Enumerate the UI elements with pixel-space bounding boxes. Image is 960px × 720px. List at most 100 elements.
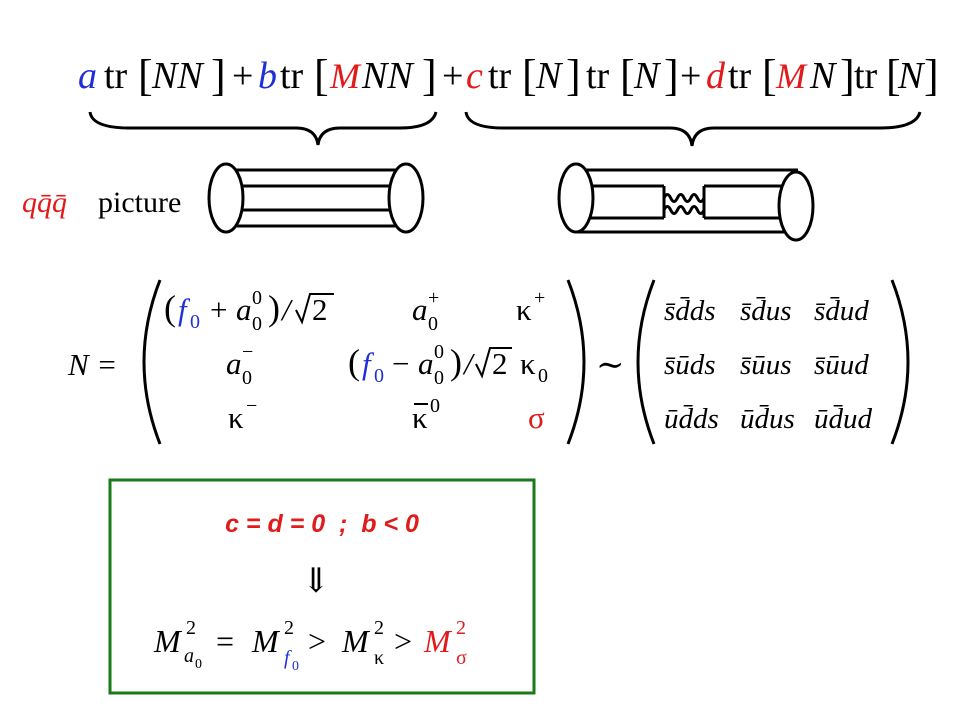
svg-text:(: ( [164,288,176,328]
bracket-open-2: [ [314,51,329,100]
bracket-close-6: ] [924,51,939,100]
meson-pair-tube-diagram [557,162,815,242]
tr-4: tr [586,55,610,97]
nn-1: NN [151,55,205,97]
svg-text:2: 2 [492,346,508,381]
quark-cell-r1c3: s̄d̄ud [814,295,869,327]
coef-c: c [466,55,483,97]
paren-right-2 [890,279,910,445]
svg-text:=: = [216,623,234,659]
svg-text:M: M [341,623,371,659]
n-3: N [809,55,838,97]
nn-2: NN [361,55,415,97]
cell-r3c2: κ 0 [412,395,440,435]
bracket-close-3: ] [566,51,581,100]
svg-text:0: 0 [434,367,444,389]
condition-text: c = d = 0 ; b < 0 [225,510,419,538]
svg-text:2: 2 [186,617,196,639]
svg-text:2: 2 [374,617,384,639]
svg-text:a: a [418,346,434,381]
svg-text:(: ( [348,342,360,382]
bracket-close-5: ] [840,51,855,100]
svg-text:0: 0 [252,313,262,335]
quark-content-label: qq̄q̄ [22,186,67,219]
cell-r3c3: σ [528,400,545,435]
svg-text:a: a [236,292,252,327]
coef-a: a [78,55,97,97]
plus-1: + [232,55,253,97]
tr-6: tr [854,55,878,97]
svg-text:σ: σ [456,647,467,669]
svg-text:): ) [450,342,462,382]
svg-text:2: 2 [312,292,328,327]
svg-text:0: 0 [292,659,299,674]
svg-text:): ) [268,288,280,328]
quark-cell-r3c1: ūd̄ds [664,403,719,435]
svg-text:−: − [246,395,257,417]
n-1: N [535,55,564,97]
svg-text:/: / [280,292,293,327]
picture-word: picture [98,186,181,219]
tr-5: tr [728,55,752,97]
bracket-open-5: [ [762,51,777,100]
svg-text:>: > [308,623,326,659]
svg-text:κ: κ [374,647,384,669]
svg-text:κ: κ [516,292,532,327]
svg-text:>: > [394,623,412,659]
tr-1: tr [104,55,128,97]
top-formula: a tr [ NN ] + b tr [ M NN ] + c tr [ N ]… [78,51,939,100]
svg-text:σ: σ [528,400,545,435]
cell-r2c2: ( f 0 − a 0 0 ) / 2 [348,341,512,389]
svg-text:0: 0 [434,341,444,363]
svg-text:M: M [153,623,183,659]
tr-2: tr [280,55,304,97]
svg-text:M: M [423,623,453,659]
matrix-n: N = ( f 0 + a 0 0 ) / 2 a + 0 κ + [67,279,625,445]
plus-3: + [680,55,701,97]
bracket-close-4: ] [664,51,679,100]
cal-m-1: M [329,56,362,96]
coef-d: d [706,55,726,97]
quark-cell-r3c2: ūd̄us [740,403,795,435]
coef-b: b [258,55,277,97]
bracket-open-3: [ [522,51,537,100]
bracket-open-1: [ [138,51,153,100]
svg-text:0: 0 [195,657,202,672]
matrix-quark-content: s̄d̄ds s̄d̄us s̄d̄ud s̄ūds s̄ūus s̄ūu… [636,279,910,445]
svg-text:0: 0 [242,367,252,389]
cell-r2c3: κ 0 [520,346,548,387]
paren-right-1 [566,279,586,445]
svg-text:2: 2 [456,617,466,639]
svg-text:2: 2 [284,617,294,639]
bracket-close-1: ] [211,51,226,100]
svg-text:−: − [392,346,409,381]
svg-text:κ: κ [228,400,244,435]
tr-3: tr [488,55,512,97]
cell-r1c1: ( f 0 + a 0 0 ) / 2 [164,287,334,335]
cal-m-2: M [775,56,808,96]
svg-text:−: − [242,341,253,363]
svg-text:+: + [210,292,227,327]
svg-text:f: f [284,647,292,669]
svg-text:0: 0 [252,287,262,309]
svg-text:0: 0 [428,313,438,335]
bracket-open-6: [ [886,51,901,100]
paren-left-1 [142,279,162,445]
quark-cell-r2c2: s̄ūus [740,349,792,381]
similar-sign: ∼ [596,347,625,384]
plus-2: + [442,55,463,97]
svg-text:0: 0 [374,365,384,387]
svg-text:+: + [534,287,545,309]
bracket-open-4: [ [620,51,635,100]
svg-text:+: + [428,287,439,309]
svg-text:a: a [412,292,428,327]
picture-label: qq̄q̄ picture [22,186,181,219]
svg-text:0: 0 [190,311,200,333]
bracket-close-2: ] [422,51,437,100]
svg-text:κ: κ [412,400,428,435]
n-2: N [633,55,662,97]
n-4: N [897,55,926,97]
underbrace-right [464,111,922,147]
matrix-lhs: N = [67,347,117,382]
